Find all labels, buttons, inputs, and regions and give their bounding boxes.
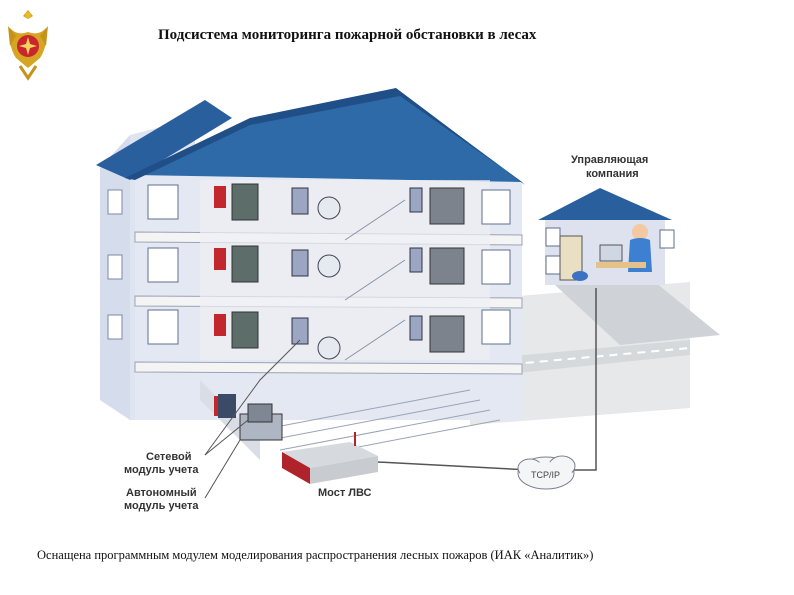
network-module-label-2: модуль учета bbox=[124, 464, 199, 476]
network-module-label: Сетевой bbox=[146, 451, 192, 463]
management-label-2: компания bbox=[586, 168, 639, 180]
autonomous-module-label-2: модуль учета bbox=[124, 500, 199, 512]
monitor-icon bbox=[599, 244, 623, 262]
server-icon bbox=[559, 235, 583, 281]
red-meter bbox=[214, 186, 226, 208]
basement-modules bbox=[214, 394, 283, 441]
water-meter bbox=[317, 196, 341, 220]
gas-meter bbox=[429, 187, 465, 225]
management-building bbox=[538, 188, 675, 285]
bridge-label: Мост ЛВС bbox=[318, 487, 372, 499]
tcpip-cloud bbox=[517, 455, 576, 490]
sensor-box bbox=[291, 187, 309, 215]
management-label: Управляющая bbox=[571, 154, 648, 166]
operator-icon bbox=[632, 224, 648, 240]
lan-bridge-device bbox=[282, 432, 378, 484]
footer-caption: Оснащена программным модулем моделирован… bbox=[37, 548, 594, 562]
autonomous-module-label: Автономный bbox=[126, 487, 197, 499]
page-title: Подсистема мониторинга пожарной обстанов… bbox=[158, 27, 537, 43]
cloud-label: TCP/IP bbox=[531, 470, 560, 480]
electric-meter bbox=[231, 183, 259, 221]
meter-row-floor-2 bbox=[214, 245, 465, 285]
meter-row-floor-1 bbox=[214, 311, 465, 360]
meter-row-floor-3 bbox=[214, 183, 465, 225]
emblem-logo bbox=[8, 10, 48, 81]
